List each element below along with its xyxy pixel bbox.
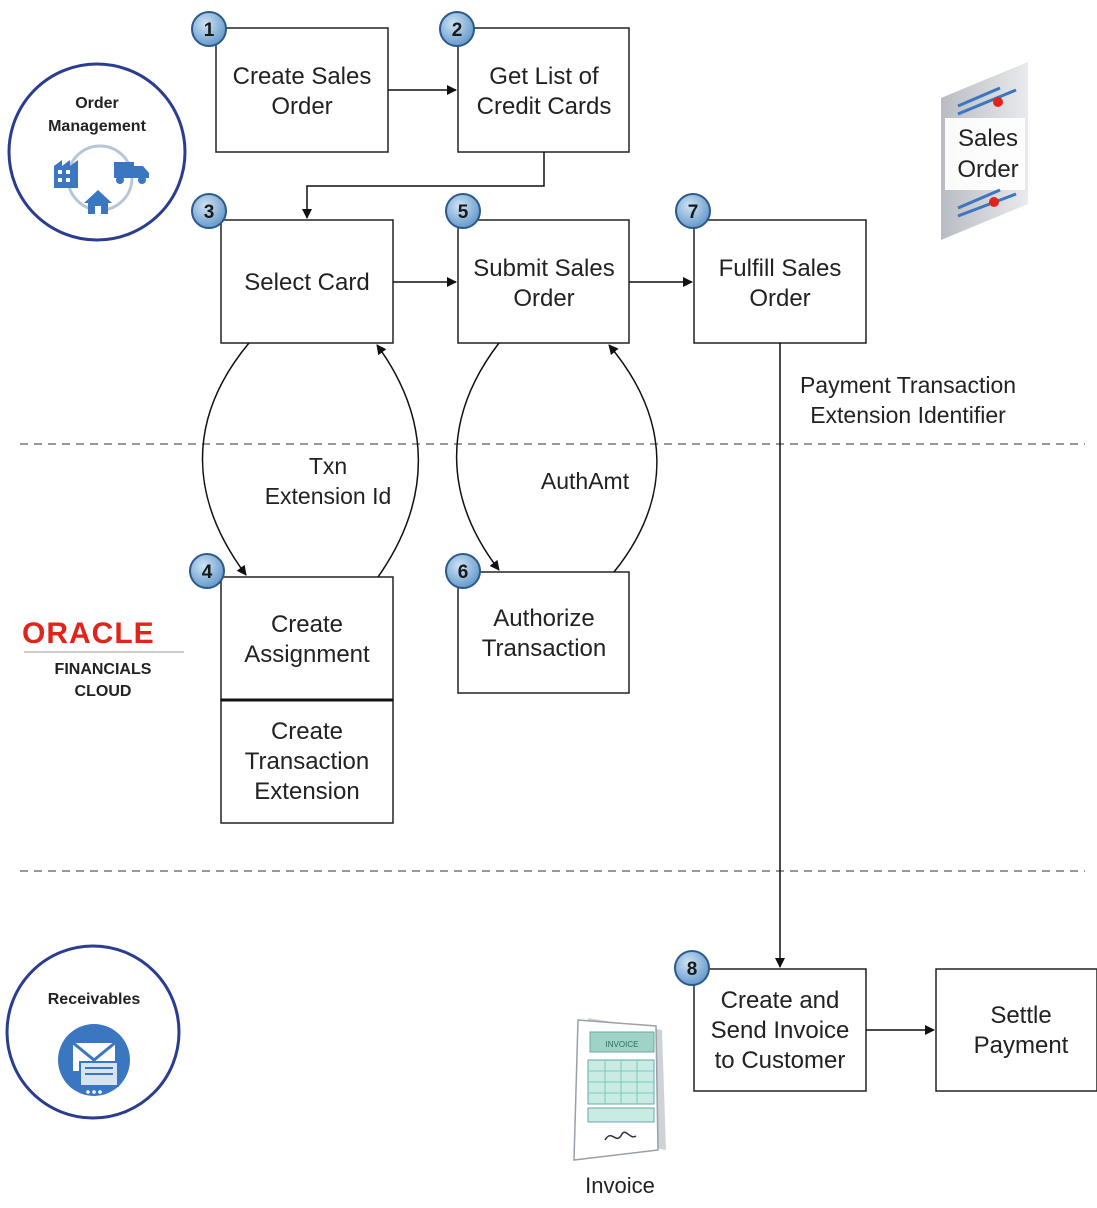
step-badge-5: 5: [445, 193, 481, 229]
svg-text:Order: Order: [749, 285, 810, 312]
step-2-box: Get List of Credit Cards: [457, 27, 630, 153]
step-1-box: Create Sales Order: [215, 27, 389, 153]
step-badge-7: 7: [675, 193, 711, 229]
svg-text:8: 8: [687, 959, 698, 980]
svg-text:7: 7: [688, 202, 699, 223]
svg-text:Extension: Extension: [254, 778, 359, 805]
arrow-2-to-3: [302, 152, 545, 219]
step-badge-8: 8: [674, 950, 710, 986]
svg-text:Credit Cards: Credit Cards: [477, 93, 612, 120]
svg-text:Select Card: Select Card: [244, 269, 369, 296]
svg-text:FINANCIALS: FINANCIALS: [55, 661, 152, 678]
svg-text:INVOICE: INVOICE: [606, 1040, 639, 1049]
step-4-box: Create Assignment: [220, 576, 394, 701]
svg-text:Authorize: Authorize: [493, 605, 594, 632]
svg-text:Payment Transaction: Payment Transaction: [800, 372, 1016, 398]
step-8-box: Create and Send Invoice to Customer: [693, 968, 867, 1092]
step-badge-1: 1: [191, 11, 227, 47]
label-payment-transaction-extension-identifier: Payment Transaction Extension Identifier: [800, 372, 1016, 428]
svg-text:Submit Sales: Submit Sales: [473, 255, 614, 282]
svg-text:Invoice: Invoice: [585, 1173, 655, 1198]
arrow-4-to-3: [376, 344, 420, 578]
step-7-box: Fulfill Sales Order: [693, 219, 867, 344]
settle-payment-box: Settle Payment: [935, 968, 1097, 1092]
label-auth-amt: AuthAmt: [541, 468, 630, 494]
svg-text:6: 6: [458, 562, 469, 583]
svg-text:1: 1: [204, 20, 215, 41]
svg-text:Sales: Sales: [958, 125, 1018, 152]
step-badge-6: 6: [445, 553, 481, 589]
svg-text:Order: Order: [957, 156, 1018, 183]
oracle-logo: ORACLE: [22, 617, 155, 650]
factory-truck-home-icon: [54, 144, 149, 214]
arrow-5-to-6: [455, 342, 500, 571]
svg-text:Txn: Txn: [309, 453, 347, 479]
svg-text:5: 5: [458, 202, 469, 223]
svg-text:AuthAmt: AuthAmt: [541, 468, 630, 494]
svg-text:4: 4: [202, 562, 213, 583]
svg-text:Transaction: Transaction: [245, 748, 370, 775]
svg-text:Order: Order: [75, 95, 119, 112]
svg-text:to Customer: to Customer: [715, 1047, 846, 1074]
svg-text:Order: Order: [271, 93, 332, 120]
svg-text:Fulfill Sales: Fulfill Sales: [719, 255, 842, 282]
svg-text:Get List of: Get List of: [489, 63, 599, 90]
svg-text:Settle: Settle: [990, 1002, 1051, 1029]
svg-text:Send Invoice: Send Invoice: [711, 1017, 850, 1044]
svg-text:Create and: Create and: [721, 987, 840, 1014]
step-badge-2: 2: [439, 11, 475, 47]
svg-text:Create: Create: [271, 718, 343, 745]
label-txn-extension-id: Txn Extension Id: [265, 453, 392, 509]
invoice-document-icon: INVOICE Invoice: [573, 1018, 666, 1198]
step-badge-4: 4: [189, 553, 225, 589]
svg-text:Assignment: Assignment: [244, 641, 370, 668]
swimlane-order-management: Order Management: [7, 62, 187, 242]
svg-text:Transaction: Transaction: [482, 635, 607, 662]
step-3-box: Select Card: [220, 219, 394, 344]
sales-order-document-icon: Sales Order: [941, 62, 1028, 240]
svg-text:Payment: Payment: [974, 1032, 1069, 1059]
arrow-3-to-4: [201, 342, 250, 576]
svg-text:Extension Id: Extension Id: [265, 483, 392, 509]
svg-text:Create Sales: Create Sales: [233, 63, 372, 90]
svg-text:Management: Management: [48, 118, 146, 135]
create-transaction-extension-box: Create Transaction Extension: [220, 698, 394, 824]
svg-text:Receivables: Receivables: [48, 991, 141, 1008]
svg-text:2: 2: [452, 20, 463, 41]
svg-text:Create: Create: [271, 611, 343, 638]
envelope-invoice-icon: [58, 1024, 130, 1096]
swimlane-receivables: Receivables: [5, 944, 181, 1120]
svg-text:Order: Order: [513, 285, 574, 312]
step-5-box: Submit Sales Order: [457, 219, 630, 344]
svg-text:3: 3: [204, 202, 215, 223]
arrow-6-to-5: [608, 344, 658, 573]
step-6-box: Authorize Transaction: [457, 571, 630, 694]
svg-text:Extension Identifier: Extension Identifier: [810, 402, 1006, 428]
svg-text:CLOUD: CLOUD: [75, 683, 132, 700]
step-badge-3: 3: [191, 193, 227, 229]
swimlane-oracle-financials-cloud: ORACLE FINANCIALS CLOUD: [22, 617, 184, 700]
